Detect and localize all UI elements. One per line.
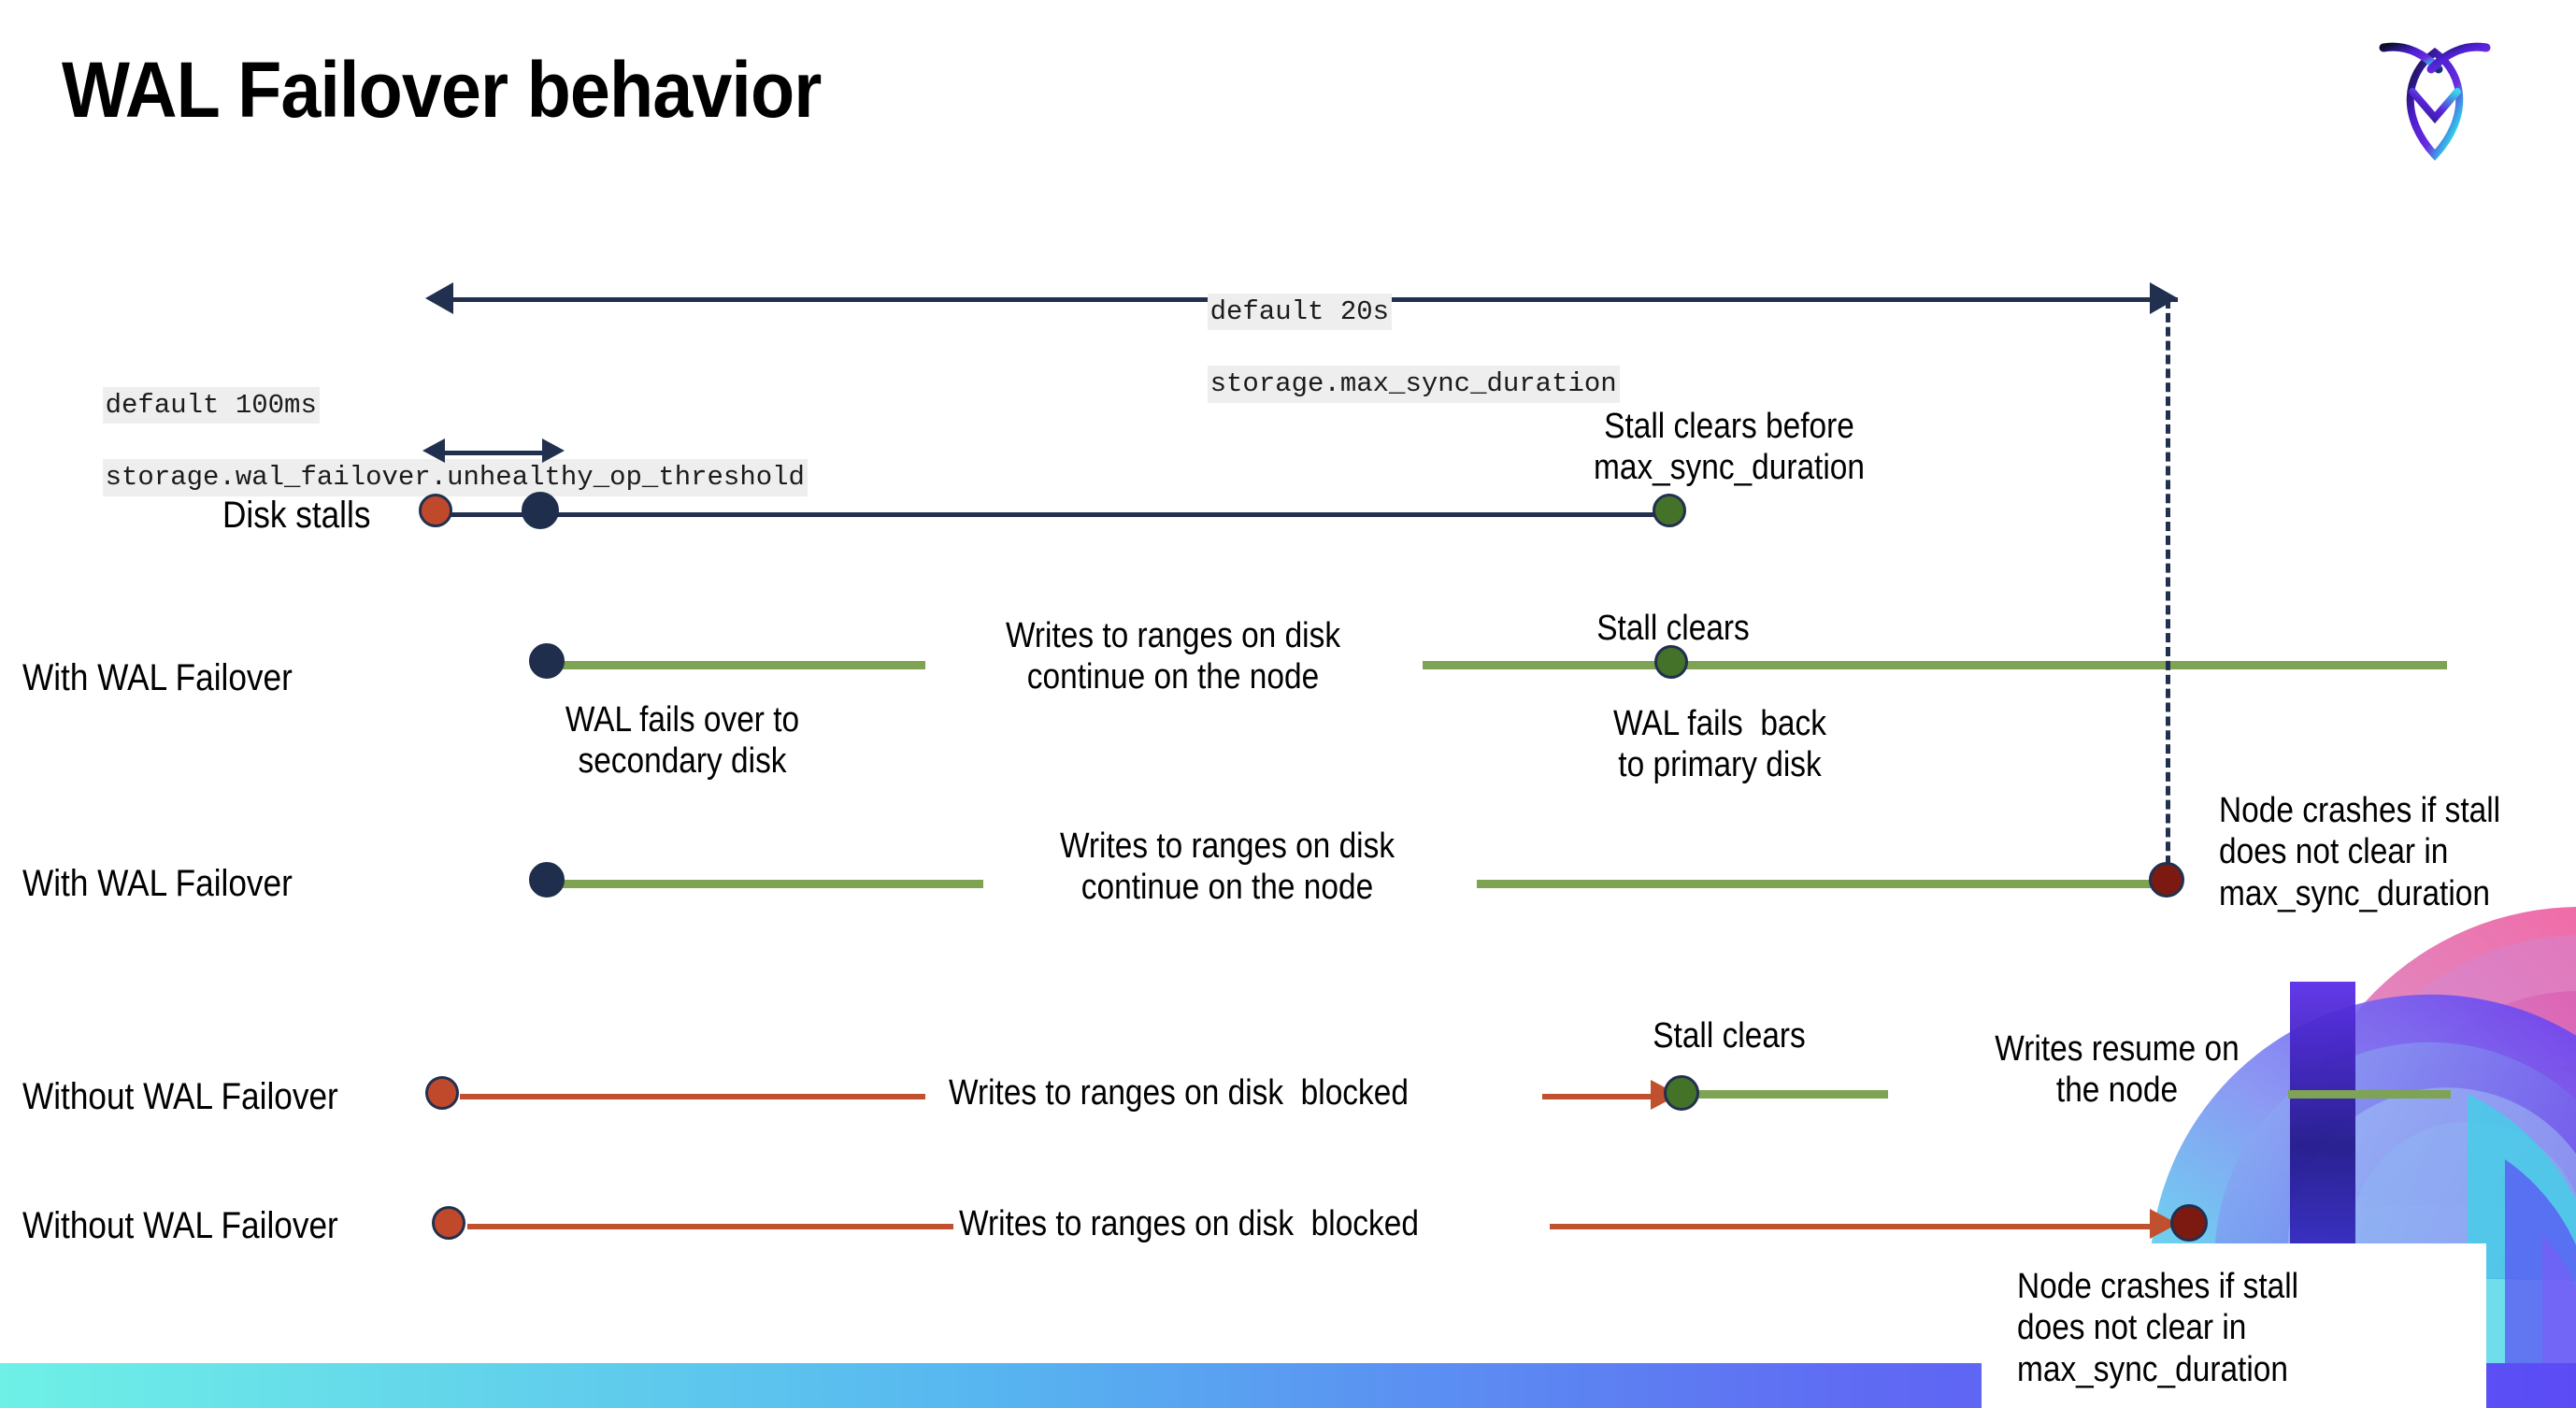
wal-failover-2-start-dot [529,862,565,898]
max-sync-duration-default: default 20s [1207,293,1393,331]
max-sync-duration-setting: storage.max_sync_duration [1207,366,1620,403]
disk-stalls-timeline [437,512,1671,517]
note-stall-clears-2: Stall clears [1596,609,1750,648]
without-wal-1-blocked-segment-b [1542,1094,1654,1099]
max-sync-duration-dropline [2166,299,2170,879]
unhealthy-op-threshold-span-line [439,451,551,455]
max-sync-duration-arrow-left [425,282,453,314]
wal-failover-2-segment-b [1477,880,2168,888]
disk-stall-start-dot [419,494,452,527]
note-writes-continue-1: Writes to ranges on disk continue on the… [1005,616,1341,697]
row-label-without-wal-failover-2: Without WAL Failover [22,1205,338,1246]
note-writes-blocked-2: Writes to ranges on disk blocked [959,1204,1419,1243]
wal-failover-2-crash-dot [2149,862,2184,898]
wal-failover-1-segment-a [544,661,925,669]
wal-failover-2-segment-a [544,880,983,888]
note-writes-blocked-1: Writes to ranges on disk blocked [949,1073,1409,1113]
max-sync-duration-arrow-right [2150,282,2178,314]
note-node-crashes-2-text: Node crashes if stall does not clear in … [2017,1267,2299,1389]
max-sync-duration-annotation: default 20s storage.max_sync_duration [1142,258,1620,438]
disk-stall-detected-dot [522,492,559,529]
without-wal-1-blocked-segment-a [460,1094,925,1099]
row-label-with-wal-failover-2: With WAL Failover [22,863,293,904]
note-stall-clears-3: Stall clears [1653,1016,1806,1056]
callout-box-foreground [1982,1243,2486,1408]
unhealthy-op-threshold-arrow-left [422,438,445,463]
unhealthy-op-threshold-arrow-right [542,438,565,463]
without-wal-1-start-dot [425,1076,459,1110]
wal-failover-1-start-dot [529,643,565,679]
without-wal-1-resume-segment-b [2288,1090,2451,1099]
without-wal-2-blocked-segment-b [1550,1224,2157,1229]
row-label-disk-stalls: Disk stalls [222,495,371,536]
disk-stall-cleared-dot [1653,494,1686,527]
row-label-without-wal-failover-1: Without WAL Failover [22,1076,338,1117]
cockroachdb-logo [2365,17,2505,166]
wal-failover-1-clear-dot [1654,645,1688,679]
note-writes-resume: Writes resume on the node [1995,1029,2240,1111]
without-wal-1-clear-dot [1664,1075,1699,1111]
unhealthy-op-threshold-annotation: default 100ms storage.wal_failover.unhea… [37,352,808,531]
without-wal-2-crash-dot [2170,1204,2208,1242]
row-label-with-wal-failover-1: With WAL Failover [22,657,293,698]
without-wal-1-resume-segment-a [1694,1090,1888,1099]
note-node-crashes-1: Node crashes if stall does not clear in … [2219,791,2501,913]
note-wal-fails-back: WAL fails back to primary disk [1613,704,1826,785]
without-wal-2-start-dot [432,1206,465,1240]
unhealthy-op-threshold-default: default 100ms [102,386,320,424]
page-title: WAL Failover behavior [62,46,822,134]
wal-failover-1-segment-b [1423,661,2447,669]
without-wal-2-blocked-segment-a [467,1224,953,1229]
note-stall-clears-before: Stall clears before max_sync_duration [1594,407,1865,488]
note-wal-fails-over: WAL fails over to secondary disk [565,700,800,782]
unhealthy-op-threshold-setting: storage.wal_failover.unhealthy_op_thresh… [102,459,808,496]
note-writes-continue-2: Writes to ranges on disk continue on the… [1059,826,1395,908]
